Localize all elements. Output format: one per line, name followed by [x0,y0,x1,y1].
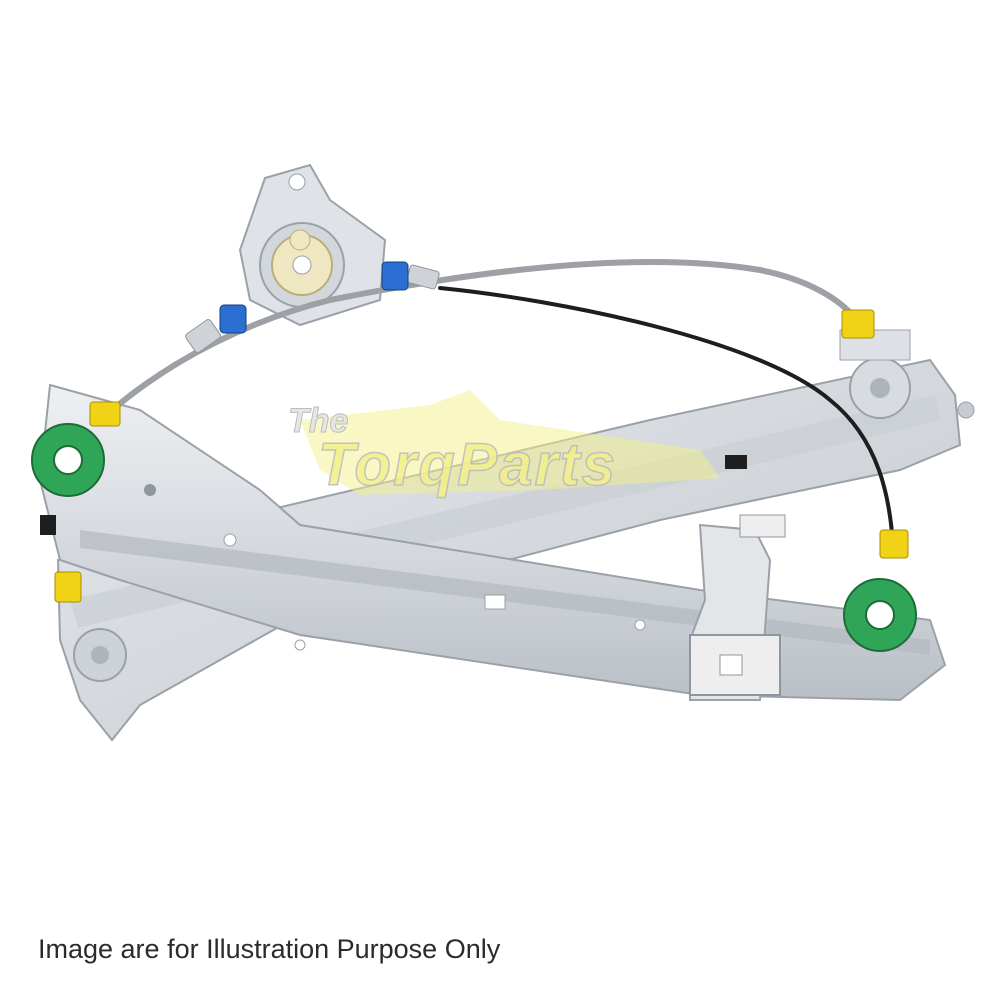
green-pulleys [31,423,917,652]
glass-carrier [689,514,786,701]
watermark-logo: The TorqParts [288,390,720,499]
watermark-line2: TorqParts [318,431,617,498]
rail-bumper [40,515,56,535]
blue-clips [219,261,409,334]
product-photo: The TorqParts [31,163,975,742]
cables [107,258,895,547]
disclaimer-caption: Image are for Illustration Purpose Only [38,934,501,964]
cable-stop [725,455,747,469]
watermark-line1: The [288,402,348,440]
yellow-clips [54,309,909,603]
drum-housing [238,163,387,327]
cable-springs [185,264,440,353]
